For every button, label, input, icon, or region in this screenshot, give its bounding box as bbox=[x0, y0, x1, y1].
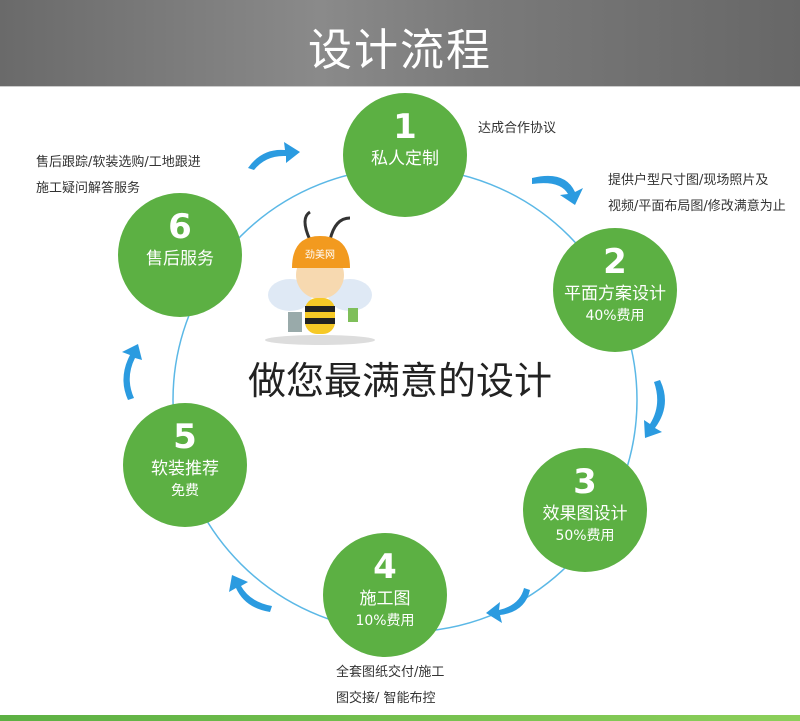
step-3: 3 效果图设计 50%费用 bbox=[523, 448, 647, 572]
step-fee: 50%费用 bbox=[555, 528, 615, 544]
arrow-icon bbox=[229, 575, 272, 612]
step-fee: 10%费用 bbox=[355, 613, 415, 629]
note-line: 全套图纸交付/施工 bbox=[336, 665, 445, 680]
arrow-icon bbox=[644, 380, 665, 438]
note-line: 施工疑问解答服务 bbox=[36, 181, 141, 196]
note-line: 提供户型尺寸图/现场照片及 bbox=[608, 173, 769, 188]
step-number: 2 bbox=[603, 242, 627, 282]
step-label: 施工图 bbox=[359, 589, 411, 609]
step-fee: 免费 bbox=[171, 483, 199, 499]
step-number: 3 bbox=[573, 462, 597, 502]
step-label: 效果图设计 bbox=[542, 504, 628, 524]
header-banner: 设计流程 bbox=[0, 0, 800, 87]
note-line: 视频/平面布局图/修改满意为止 bbox=[608, 199, 786, 214]
step-6-note: 售后跟踪/软装选购/工地跟进 施工疑问解答服务 bbox=[36, 150, 201, 202]
slogan: 做您最满意的设计 bbox=[247, 359, 552, 403]
step-2: 2 平面方案设计 40%费用 bbox=[553, 228, 677, 352]
mascot-logo-text: 劲美网 bbox=[305, 248, 335, 261]
arrow-icon bbox=[532, 175, 583, 205]
step-number: 1 bbox=[393, 107, 417, 147]
step-1: 1 私人定制 bbox=[343, 93, 467, 217]
flow-arrows bbox=[122, 142, 665, 623]
step-4-note: 全套图纸交付/施工 图交接/ 智能布控 bbox=[336, 660, 444, 712]
step-label: 软装推荐 bbox=[151, 459, 219, 479]
arrow-icon bbox=[122, 344, 142, 400]
step-5: 5 软装推荐 免费 bbox=[123, 403, 247, 527]
page-title: 设计流程 bbox=[308, 25, 492, 76]
note-line: 售后跟踪/软装选购/工地跟进 bbox=[36, 155, 201, 170]
note-line: 达成合作协议 bbox=[478, 121, 557, 136]
mascot-bee-icon: 劲美网 bbox=[265, 210, 375, 345]
step-number: 6 bbox=[168, 207, 192, 247]
note-line: 图交接/ 智能布控 bbox=[336, 691, 436, 706]
step-label: 私人定制 bbox=[371, 149, 439, 169]
step-4: 4 施工图 10%费用 bbox=[323, 533, 447, 657]
arrow-icon bbox=[486, 588, 530, 623]
step-6: 6 售后服务 bbox=[118, 193, 242, 317]
step-fee: 40%费用 bbox=[585, 308, 645, 324]
bottom-bar bbox=[0, 715, 800, 721]
step-number: 5 bbox=[173, 417, 197, 457]
step-label: 售后服务 bbox=[146, 249, 214, 269]
step-1-note: 达成合作协议 bbox=[478, 116, 556, 142]
arrow-icon bbox=[248, 142, 300, 170]
step-label: 平面方案设计 bbox=[564, 284, 666, 304]
step-2-note: 提供户型尺寸图/现场照片及 视频/平面布局图/修改满意为止 bbox=[608, 168, 786, 220]
step-number: 4 bbox=[373, 547, 397, 587]
